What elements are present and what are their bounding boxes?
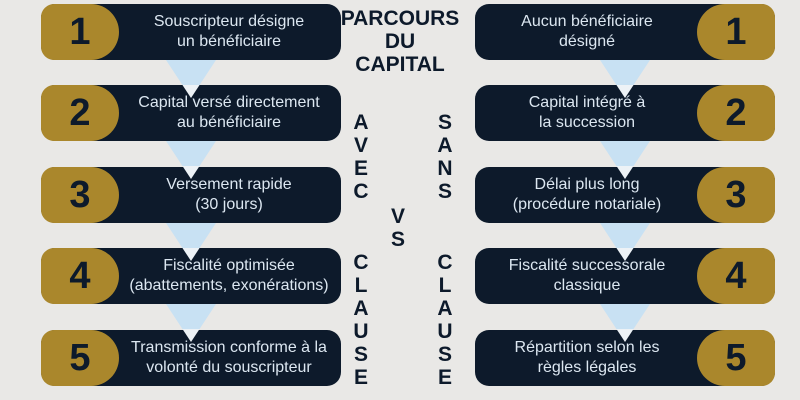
vertical-word-clause-right: CLAUSE xyxy=(437,251,453,389)
step-label: Répartition selon les règles légales xyxy=(514,339,660,376)
step-number-badge: 4 xyxy=(697,248,775,304)
step-label: Fiscalité optimisée (abattements, exonér… xyxy=(129,257,329,294)
vertical-word-sans: SANS xyxy=(437,111,453,203)
step-number-badge: 3 xyxy=(41,167,119,223)
vertical-word-avec: AVEC xyxy=(353,111,369,203)
step-label: Capital intégré à la succession xyxy=(528,94,646,131)
step-label: Aucun bénéficiaire désigné xyxy=(521,13,653,50)
step-number-badge: 4 xyxy=(41,248,119,304)
step-number-badge: 3 xyxy=(697,167,775,223)
step-number-badge: 2 xyxy=(697,85,775,141)
step-number-badge: 2 xyxy=(41,85,119,141)
step-label: Transmission conforme à la volonté du so… xyxy=(131,339,327,376)
step-number-badge: 5 xyxy=(697,330,775,386)
step-label: Délai plus long (procédure notariale) xyxy=(512,176,662,213)
step-label: Souscripteur désigne un bénéficiaire xyxy=(153,13,305,50)
step-label: Capital versé directement au bénéficiair… xyxy=(138,94,320,131)
right-step-row-1: 1 Aucun bénéficiaire désigné xyxy=(475,4,775,60)
vertical-word-clause-left: CLAUSE xyxy=(353,251,369,389)
step-number-badge: 5 xyxy=(41,330,119,386)
step-label: Fiscalité successorale classique xyxy=(508,257,666,294)
step-number-badge: 1 xyxy=(41,4,119,60)
vertical-word-vs: VS xyxy=(390,205,405,251)
step-number-badge: 1 xyxy=(697,4,775,60)
left-step-row-1: 1 Souscripteur désigne un bénéficiaire xyxy=(41,4,341,60)
left-step-row-5: 5 Transmission conforme à la volonté du … xyxy=(41,330,341,386)
left-step-row-3: 3 Versement rapide (30 jours) xyxy=(41,167,341,223)
right-step-row-4: 4 Fiscalité successorale classique xyxy=(475,248,775,304)
step-label: Versement rapide (30 jours) xyxy=(166,176,292,213)
page-title: PARCOURS DU CAPITAL xyxy=(340,7,460,76)
